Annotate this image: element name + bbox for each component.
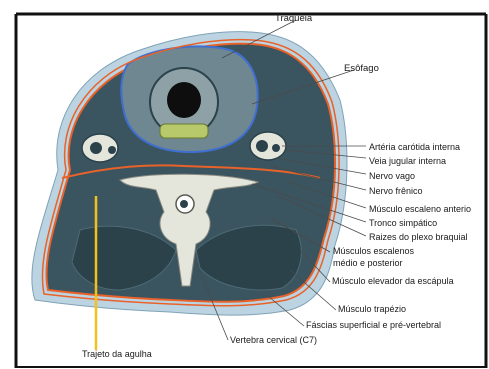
- label-frenico: Nervo frênico: [369, 186, 423, 197]
- label-escalenos-line1: Músculos escalenos: [333, 246, 414, 257]
- label-tronco-simpatico: Tronco simpático: [369, 218, 437, 229]
- label-vago: Nervo vago: [369, 171, 415, 182]
- label-traqueia: Traquéia: [275, 13, 312, 24]
- esophagus: [160, 124, 208, 138]
- label-raizes-plexo: Raizes do plexo braquial: [369, 232, 468, 243]
- right-neurovascular-bundle: [82, 134, 118, 162]
- label-trapezio: Músculo trapézio: [338, 304, 406, 315]
- trachea-lumen: [167, 82, 201, 118]
- label-elevador-escapula: Músculo elevador da escápula: [332, 276, 454, 287]
- left-neurovascular-bundle: [250, 132, 286, 160]
- label-trajeto-agulha: Trajeto da agulha: [82, 349, 152, 360]
- label-jugular: Veia jugular interna: [369, 156, 446, 167]
- label-escalenos-line2: médio e posterior: [333, 258, 403, 269]
- label-fascias: Fáscias superficial e pré-vertebral: [306, 320, 441, 331]
- label-vertebra: Vertebra cervical (C7): [230, 335, 317, 346]
- label-carotida: Artéria carótida interna: [369, 142, 460, 153]
- label-escaleno-anterior: Músculo escaleno anterio: [369, 204, 471, 215]
- label-esofago: Esôfago: [344, 63, 379, 74]
